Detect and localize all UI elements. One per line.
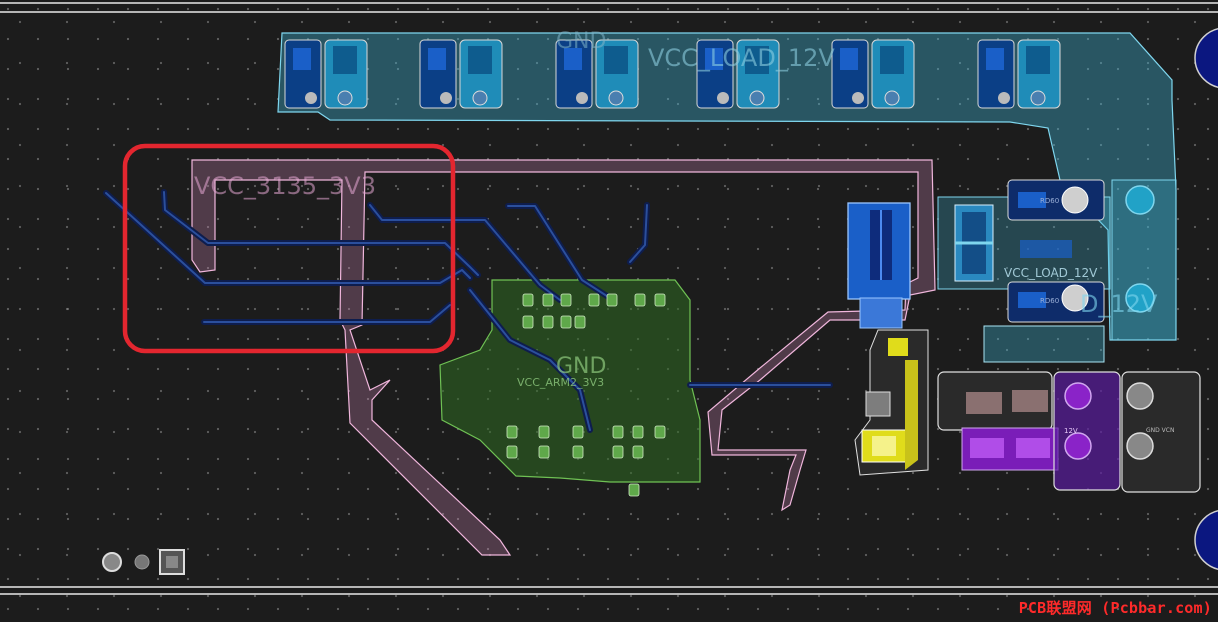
highlight-box	[122, 143, 456, 354]
smd-part-3	[560, 293, 572, 307]
smd-part-13	[538, 425, 550, 439]
vcc-3v3-plane	[191, 159, 936, 556]
bulk-capacitor	[847, 202, 911, 329]
board-outline	[0, 2, 1218, 595]
net-label-vcc-load-right: VCC_LOAD_12V	[1004, 266, 1098, 280]
right-power-components	[954, 179, 1155, 323]
smd-part-16	[632, 425, 644, 439]
net-label-gnd-mid: GND	[556, 354, 606, 379]
smd-part-9	[542, 315, 554, 329]
mosfet-row	[284, 39, 1061, 109]
component-label-rd-1: RD60	[1040, 197, 1059, 205]
smd-part-11	[574, 315, 586, 329]
mounting-hole-bottom	[1194, 510, 1218, 570]
smd-part-10	[560, 315, 572, 329]
smd-part-7	[654, 293, 666, 307]
net-label-12v-small: 12V	[1064, 427, 1078, 435]
mosfet-6	[977, 39, 1061, 109]
net-label-vcc-load-top: VCC_LOAD_12V	[648, 44, 835, 72]
component-label-rd-2: RD60	[1040, 297, 1059, 305]
smd-part-22	[632, 445, 644, 459]
output-connectors	[937, 371, 1201, 493]
mosfet-5	[831, 39, 915, 109]
mosfet-3	[555, 39, 639, 109]
watermark-text: PCB联盟网 (Pcbbar.com)	[1018, 599, 1212, 617]
mounting-hole-top	[1194, 28, 1218, 88]
yellow-components	[854, 329, 929, 476]
component-label-cn: GND VCN	[1146, 427, 1174, 434]
smd-part-1	[522, 293, 534, 307]
arm-components	[506, 293, 666, 497]
smd-part-21	[612, 445, 624, 459]
smd-part-5	[606, 293, 618, 307]
mosfet-4	[696, 39, 780, 109]
smd-part-15	[612, 425, 624, 439]
net-label-d-12v: D_12V	[1080, 290, 1158, 318]
smd-part-12	[506, 425, 518, 439]
test-points	[102, 549, 185, 575]
mosfet-1	[284, 39, 368, 109]
net-label-gnd-top: GND	[556, 29, 606, 54]
net-label-vcc-3v3: VCC_3135_3V3	[194, 172, 376, 200]
smd-part-2	[542, 293, 554, 307]
smd-part-14	[572, 425, 584, 439]
smd-part-23	[628, 483, 640, 497]
smd-part-8	[522, 315, 534, 329]
smd-part-18	[506, 445, 518, 459]
mosfet-2	[419, 39, 503, 109]
smd-part-19	[538, 445, 550, 459]
smd-part-4	[588, 293, 600, 307]
smd-part-6	[634, 293, 646, 307]
net-label-vcc-arm: VCC_ARM2_3V3	[517, 376, 604, 389]
smd-part-20	[572, 445, 584, 459]
smd-part-17	[654, 425, 666, 439]
